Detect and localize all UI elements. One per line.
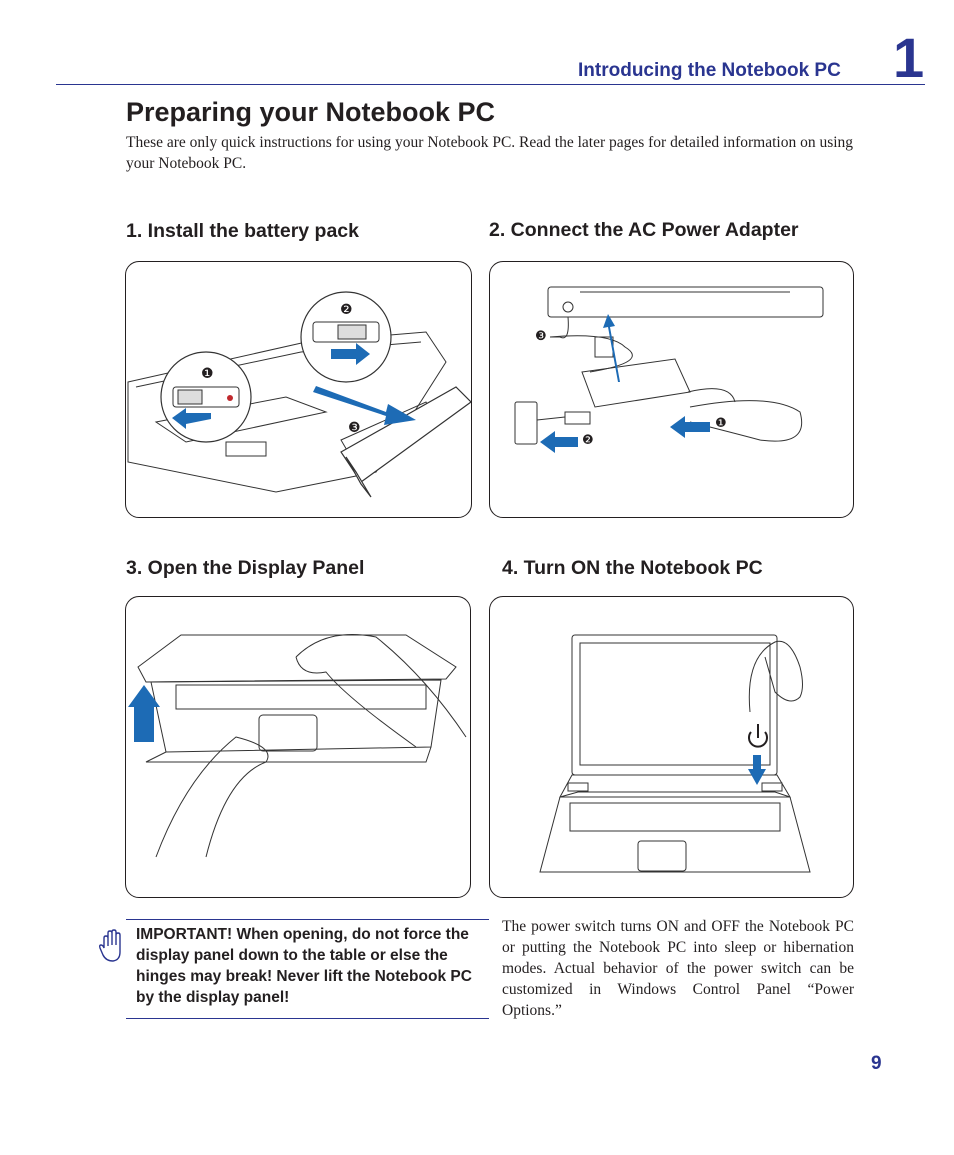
step-3-heading: 3. Open the Display Panel <box>126 557 365 579</box>
outlet-arrow-left-icon <box>540 431 578 453</box>
open-display-drawing <box>128 634 467 858</box>
step-2-heading: 2. Connect the AC Power Adapter <box>489 219 799 241</box>
raised-hand-icon <box>98 928 126 964</box>
page-title: Preparing your Notebook PC <box>126 97 496 127</box>
callout-1: ❶ <box>715 416 727 431</box>
chapter-title: Introducing the Notebook PC <box>578 60 841 81</box>
unlock-arrow-left-icon <box>172 408 211 429</box>
battery-illustration: ❶ ❷ ❸ <box>125 261 472 518</box>
ac-adapter-drawing: ❸ ❶ ❷ <box>514 286 824 453</box>
press-arrow-down-icon <box>748 755 766 785</box>
step-1-heading: 1. Install the battery pack <box>126 220 360 242</box>
power-switch-note: The power switch turns ON and OFF the No… <box>502 918 854 1019</box>
ac-adapter-illustration: ❸ ❶ ❷ <box>489 261 854 518</box>
callout-1: ❶ <box>201 366 214 382</box>
important-text: IMPORTANT! When opening, do not force th… <box>136 926 472 1006</box>
step-4-heading: 4. Turn ON the Notebook PC <box>502 557 763 579</box>
lift-arrow-up-icon <box>128 685 160 742</box>
chapter-number: 1 <box>893 26 925 89</box>
battery-drawing: ❶ ❷ ❸ <box>127 291 471 498</box>
page-number: 9 <box>871 1053 882 1074</box>
callout-2: ❷ <box>582 433 594 448</box>
power-on-illustration <box>489 596 854 898</box>
open-display-illustration <box>125 596 471 898</box>
intro-paragraph: These are only quick instructions for us… <box>126 134 854 172</box>
cord-arrow-left-icon <box>670 416 710 438</box>
callout-3: ❸ <box>348 420 361 436</box>
plug-arrow-up-icon <box>603 314 620 382</box>
lock-arrow-right-icon <box>331 343 370 365</box>
insert-arrow-icon <box>313 386 416 425</box>
power-symbol-icon <box>748 724 768 748</box>
callout-2: ❷ <box>340 302 353 318</box>
header-rule <box>56 84 925 85</box>
power-on-drawing <box>539 634 811 873</box>
important-note: IMPORTANT! When opening, do not force th… <box>126 919 489 1019</box>
callout-3: ❸ <box>535 329 547 344</box>
